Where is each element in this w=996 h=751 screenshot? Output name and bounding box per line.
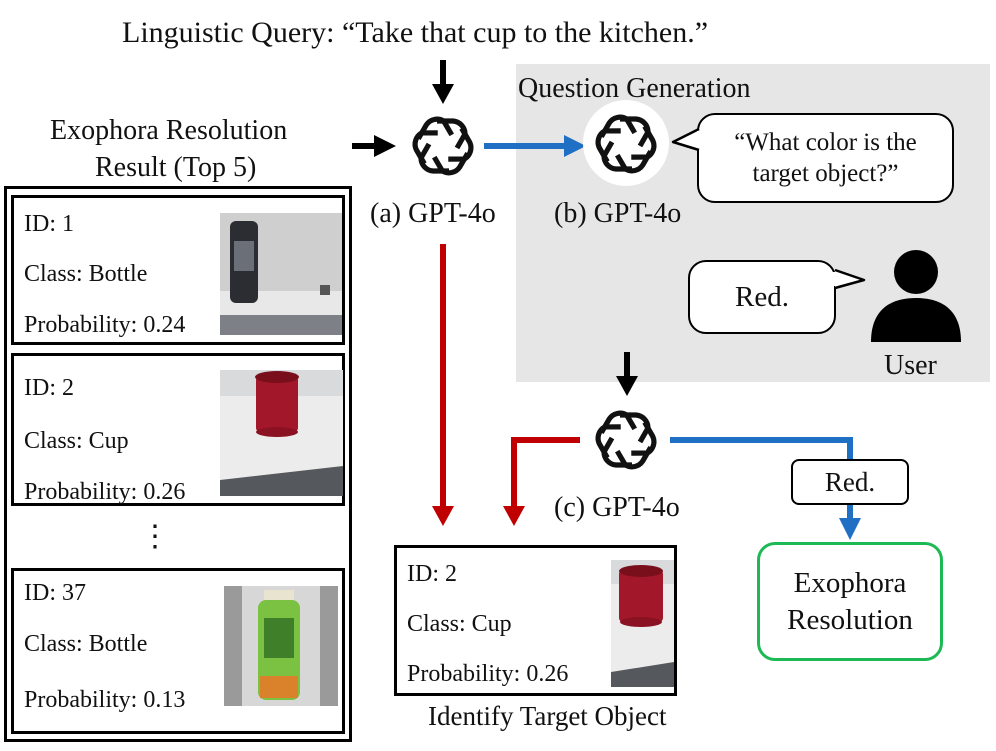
openai-logo-icon [407, 110, 479, 182]
question-bubble-tail [671, 127, 701, 152]
red-answer-label: Red. [791, 459, 909, 505]
result-class: Class: Cup [407, 611, 512, 637]
question-generation-title: Question Generation [518, 73, 751, 104]
gpt-c-label: (c) GPT-4o [554, 492, 680, 523]
identify-target-label: Identify Target Object [428, 701, 667, 731]
gpt-b-label: (b) GPT-4o [554, 198, 682, 229]
candidate-probability: Probability: 0.26 [24, 479, 186, 505]
candidate-id: ID: 2 [24, 375, 74, 401]
answer-bubble-tail [833, 268, 866, 290]
red-answer-text: Red. [824, 466, 876, 497]
user-icon [868, 248, 964, 344]
question-line-2: target object?” [752, 160, 899, 187]
result-id: ID: 2 [407, 561, 457, 587]
exophora-resolution-line-1: Exophora [793, 567, 907, 600]
candidate-class: Class: Cup [24, 428, 129, 454]
result-probability: Probability: 0.26 [407, 661, 569, 687]
cup-thumbnail [611, 560, 674, 687]
result-card: ID: 2 Class: Cup Probability: 0.26 [394, 545, 677, 696]
candidate-class: Class: Bottle [24, 261, 148, 287]
answer-speech-bubble: Red. [688, 260, 836, 334]
exophora-resolution-line-2: Resolution [787, 603, 913, 636]
green-tea-bottle-thumbnail [224, 586, 338, 706]
candidate-card: ID: 1 Class: Bottle Probability: 0.24 [11, 195, 345, 345]
question-line-1: “What color is the [734, 128, 917, 156]
candidate-card: ID: 37 Class: Bottle Probability: 0.13 [11, 568, 345, 734]
linguistic-query: Linguistic Query: “Take that cup to the … [122, 16, 709, 49]
exophora-resolution-box: Exophora Resolution [757, 542, 943, 661]
cup-thumbnail [220, 370, 343, 496]
arrow-exophora-to-gpt-a [352, 135, 396, 157]
ellipsis: ⋮ [140, 520, 170, 553]
exophora-title-line-1: Exophora Resolution [50, 115, 288, 146]
candidate-id: ID: 1 [24, 211, 74, 237]
candidate-probability: Probability: 0.13 [24, 687, 186, 713]
arrow-gpt-a-to-gpt-b [484, 135, 586, 157]
arrow-query-to-gpt-a [432, 60, 454, 104]
openai-logo-icon [590, 108, 662, 180]
candidate-class: Class: Bottle [24, 631, 148, 657]
candidate-id: ID: 37 [24, 580, 86, 606]
candidate-card: ID: 2 Class: Cup Probability: 0.26 [11, 353, 345, 506]
bottle-thumbnail [220, 213, 342, 335]
openai-logo-icon [590, 404, 662, 476]
gpt-a-label: (a) GPT-4o [370, 198, 496, 229]
question-speech-bubble: “What color is the target object?” [697, 113, 954, 203]
user-label: User [884, 350, 937, 381]
arrow-gpt-a-to-result [432, 244, 454, 526]
arrow-gpt-c-to-result [503, 437, 580, 526]
user-answer-text: Red. [735, 280, 789, 313]
exophora-title-line-2: Result (Top 5) [95, 152, 257, 183]
candidate-probability: Probability: 0.24 [24, 312, 186, 338]
candidates-box [4, 186, 352, 742]
arrow-panel-to-gpt-c [616, 352, 638, 396]
